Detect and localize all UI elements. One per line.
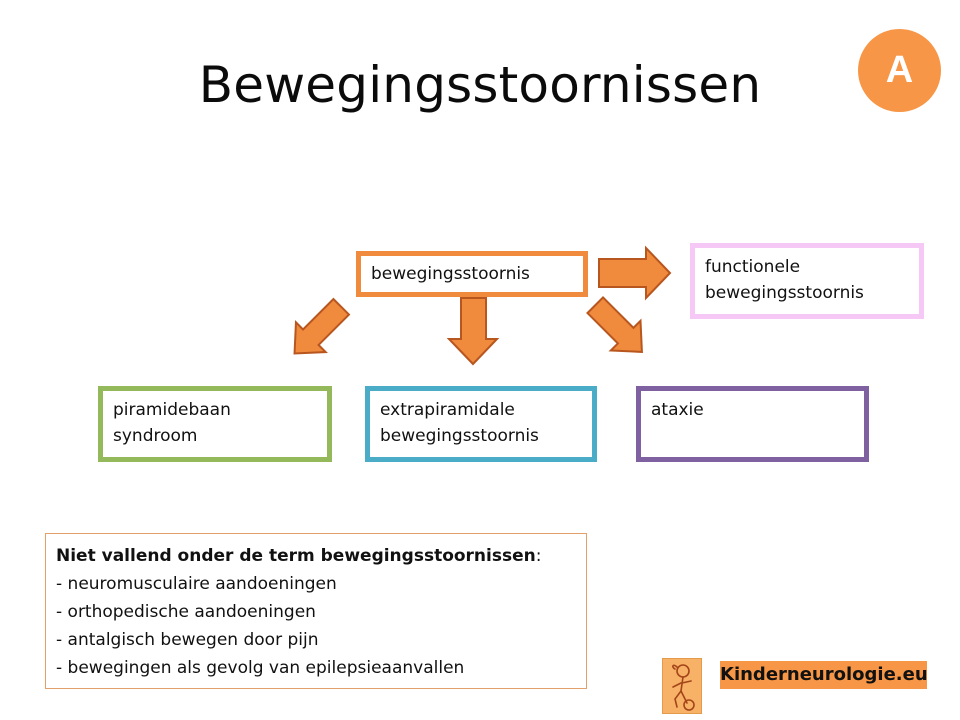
- box-func-line1: functionele: [705, 257, 801, 277]
- child-figure-icon: [672, 664, 695, 711]
- box-extra-line2: bewegingsstoornis: [380, 426, 539, 446]
- box-bewegingsstoornis: bewegingsstoornis: [356, 251, 588, 297]
- slide-title: Bewegingsstoornissen: [198, 56, 762, 114]
- arrow-down-left: [293, 297, 351, 355]
- box-extrapiramidale-bewegingsstoornis: extrapiramidale bewegingsstoornis: [365, 386, 597, 462]
- note-item: - bewegingen als gevolg van epilepsieaan…: [56, 658, 465, 678]
- box-atax-label: ataxie: [651, 400, 704, 420]
- box-func-line2: bewegingsstoornis: [705, 283, 864, 303]
- box-functionele-bewegingsstoornis: functionele bewegingsstoornis: [690, 243, 924, 319]
- logo-text[interactable]: Kinderneurologie.eu: [720, 661, 928, 689]
- box-piramidebaan-syndroom: piramidebaan syndroom: [98, 386, 332, 462]
- note-item: - neuromusculaire aandoeningen: [56, 574, 337, 594]
- logo-illustration: [662, 658, 702, 714]
- note-heading: Niet vallend onder de term bewegingsstoo…: [56, 546, 536, 566]
- box-extra-line1: extrapiramidale: [380, 400, 515, 420]
- arrow-down-right: [586, 296, 643, 353]
- note-item: - orthopedische aandoeningen: [56, 602, 316, 622]
- note-heading-line: Niet vallend onder de term bewegingsstoo…: [56, 542, 576, 570]
- note-item: - antalgisch bewegen door pijn: [56, 630, 319, 650]
- arrow-right: [598, 245, 672, 301]
- exclusion-note: Niet vallend onder de term bewegingsstoo…: [45, 533, 587, 689]
- box-main-label: bewegingsstoornis: [371, 264, 530, 284]
- arrow-down: [446, 297, 500, 366]
- note-heading-colon: :: [535, 546, 542, 566]
- box-pyr-line1: piramidebaan: [113, 400, 231, 420]
- box-pyr-line2: syndroom: [113, 426, 198, 446]
- box-ataxie: ataxie: [636, 386, 869, 462]
- slide-badge: A: [858, 29, 941, 112]
